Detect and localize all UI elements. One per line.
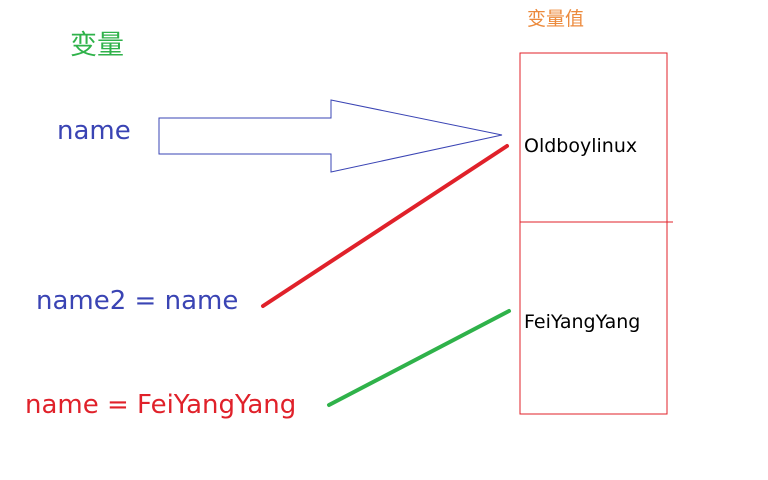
reference-arrow — [158, 99, 503, 173]
value-oldboylinux: Oldboylinux — [524, 135, 638, 157]
value-heading: 变量值 — [527, 8, 585, 30]
name-label: name — [57, 116, 131, 146]
value-feiyangyang: FeiYangYang — [524, 311, 641, 333]
red-link-line — [261, 144, 509, 308]
name-reassignment-label: name = FeiYangYang — [25, 390, 297, 420]
value-box — [519, 52, 668, 415]
name2-assignment-label: name2 = name — [36, 286, 239, 316]
green-link-line — [327, 309, 511, 407]
variable-heading: 变量 — [70, 30, 124, 61]
